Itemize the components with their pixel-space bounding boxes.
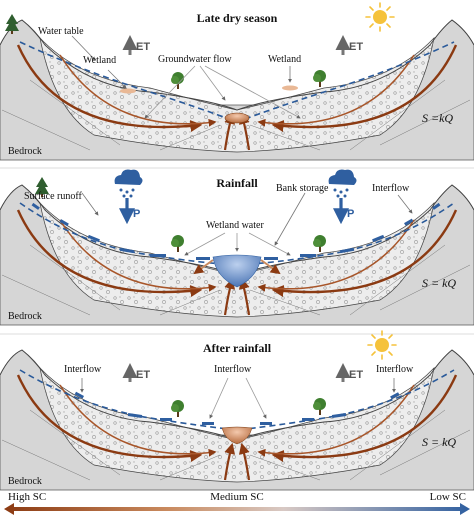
- interflow-bars: [74, 391, 400, 425]
- legend-low-sc: Low SC: [430, 491, 466, 503]
- legend-high-sc: High SC: [8, 491, 46, 503]
- surface-runoff-bars: [31, 202, 441, 260]
- panel-rainfall: P P Rainfall S: [0, 169, 474, 325]
- water-table-label: Water table: [38, 26, 84, 37]
- equation-label: S =kQ: [422, 111, 453, 125]
- panel-after-rainfall: ET ET After rainfall Interflow Interflow…: [0, 330, 474, 490]
- bedrock-label: Bedrock: [8, 476, 42, 487]
- panel-title: Late dry season: [197, 11, 278, 25]
- p-label-left: P: [133, 208, 140, 220]
- groundwater-flow-label: Groundwater flow: [158, 54, 232, 65]
- legend-medium-sc: Medium SC: [210, 491, 263, 503]
- interflow-label-left: Interflow: [64, 364, 102, 375]
- et-label-right: ET: [349, 369, 363, 381]
- sc-legend: High SC Medium SC Low SC: [4, 491, 470, 515]
- et-label-left: ET: [136, 41, 150, 53]
- bedrock-label: Bedrock: [8, 146, 42, 157]
- wetland-label-left: Wetland: [83, 55, 116, 66]
- sc-gradient-arrow: [4, 503, 470, 515]
- bedrock-label: Bedrock: [8, 311, 42, 322]
- surface-runoff-label: Surface runoff: [24, 191, 83, 202]
- panel-late-dry-season: ET ET Late dry season Water table Wetlan…: [0, 2, 474, 160]
- interflow-label: Interflow: [372, 183, 410, 194]
- dry-wetland: [221, 426, 253, 445]
- water-table-line: [19, 369, 455, 431]
- equation-label: S = kQ: [422, 276, 456, 290]
- et-label-left: ET: [136, 369, 150, 381]
- wetland-label-right: Wetland: [268, 54, 301, 65]
- equation-label: S = kQ: [422, 435, 456, 449]
- water-table-line: [19, 202, 455, 266]
- et-label-right: ET: [349, 41, 363, 53]
- bank-storage-label: Bank storage: [276, 183, 329, 194]
- interflow-label-mid: Interflow: [214, 364, 252, 375]
- panel-title: Rainfall: [216, 176, 258, 190]
- wetland-water-label: Wetland water: [206, 220, 264, 231]
- dry-wetland: [224, 112, 250, 124]
- panel-title: After rainfall: [203, 341, 272, 355]
- interflow-label-right: Interflow: [376, 364, 414, 375]
- p-label-right: P: [347, 208, 354, 220]
- wetland-water-basin: [212, 254, 262, 288]
